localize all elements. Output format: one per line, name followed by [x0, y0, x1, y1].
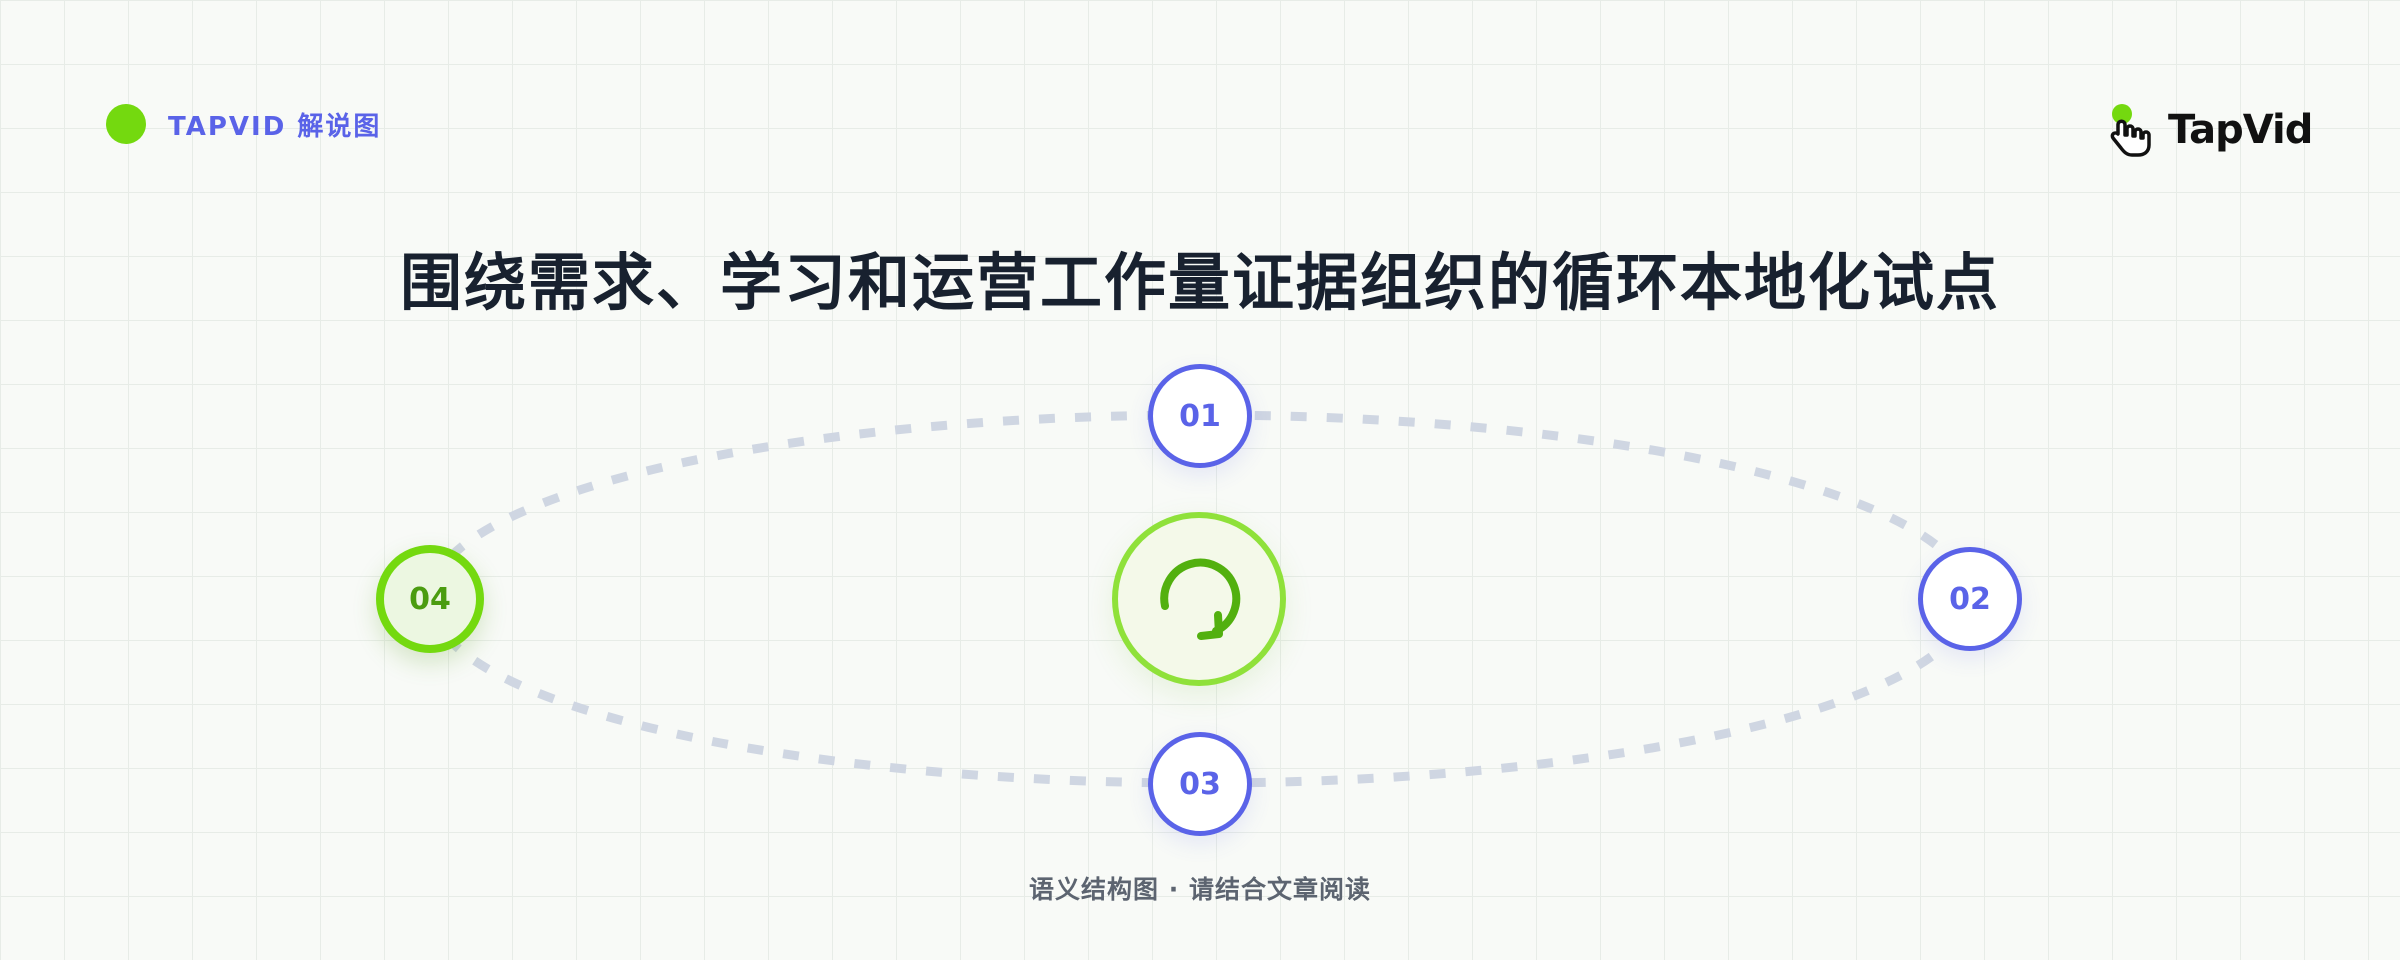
brand-dot-icon	[106, 104, 146, 144]
brand-label: TAPVID 解说图	[168, 111, 382, 142]
node-label: 01	[1179, 398, 1221, 434]
refresh-cycle-icon	[1160, 558, 1241, 640]
hand-pointer-icon	[2108, 103, 2160, 157]
node-label: 04	[409, 581, 451, 617]
brand-header: TAPVID 解说图	[106, 104, 381, 144]
page-title: 围绕需求、学习和运营工作量证据组织的循环本地化试点	[399, 246, 2000, 319]
logo-text: TapVid	[2168, 107, 2313, 153]
footer-caption: 语义结构图 · 请结合文章阅读	[1029, 875, 1371, 904]
node-label: 03	[1179, 766, 1221, 802]
cycle-node-02[interactable]: 02	[1918, 547, 2022, 651]
center-hub	[1112, 512, 1286, 686]
cycle-node-01[interactable]: 01	[1148, 364, 1252, 468]
cycle-node-04[interactable]: 04	[376, 545, 484, 653]
node-label: 02	[1949, 581, 1991, 617]
tapvid-logo: TapVid	[2108, 102, 2313, 158]
cycle-node-03[interactable]: 03	[1148, 732, 1252, 836]
